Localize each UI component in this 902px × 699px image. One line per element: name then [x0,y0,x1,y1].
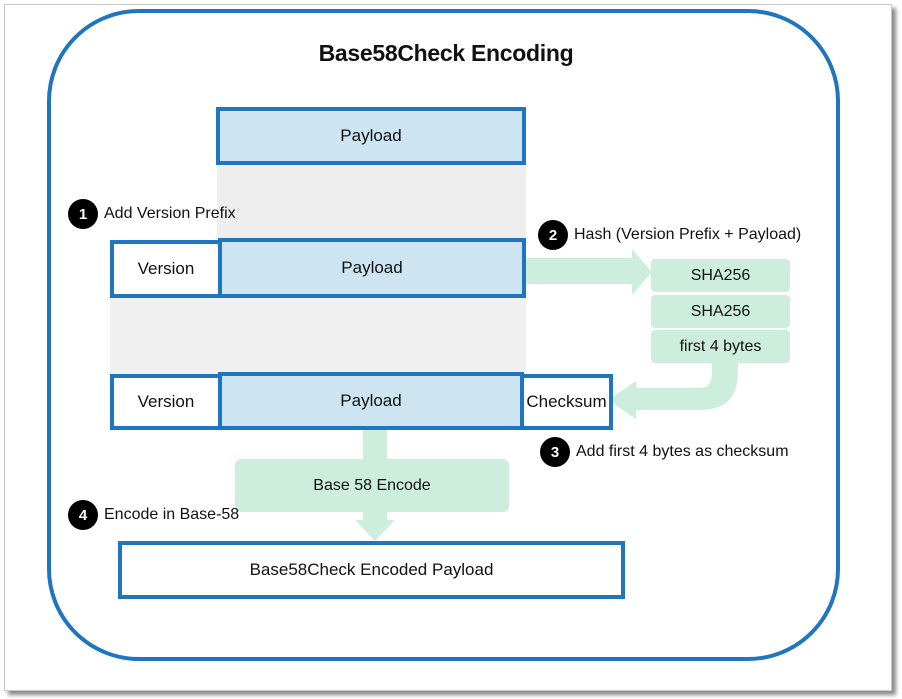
step-number-badge: 4 [68,500,98,530]
checksum-label: Checksum [526,392,607,411]
version-label: Version [137,392,195,411]
funnel-top [217,165,526,240]
step-4: 4 Encode in Base-58 [68,500,239,530]
step-1: 1 Add Version Prefix [68,199,236,229]
encode-arrowhead [355,520,395,541]
step-label: Hash (Version Prefix + Payload) [574,226,802,243]
version-box-row2: Version [110,240,222,298]
payload-label: Payload [341,258,403,277]
diagram-title: Base58Check Encoding [318,40,574,66]
payload-box-row2: Payload [218,238,526,298]
step-number-badge: 3 [540,437,570,467]
checksum-box: Checksum [520,374,613,430]
diagram-border [47,9,840,661]
hash-step-sha256-1: SHA256 [651,259,790,292]
funnel-middle [110,298,526,374]
payload-box-row3: Payload [218,372,524,430]
step-label: Add first 4 bytes as checksum [576,443,789,460]
hash-step-label: SHA256 [690,302,751,320]
payload-label: Payload [340,391,402,410]
encoded-output-box: Base58Check Encoded Payload [118,541,625,599]
step-3: 3 Add first 4 bytes as checksum [540,437,789,467]
step-number-badge: 1 [68,199,98,229]
encoded-output-label: Base58Check Encoded Payload [249,560,494,579]
step-number-badge: 2 [538,220,568,250]
encode-step-label: Base 58 Encode [313,476,431,494]
base58-encode-step: Base 58 Encode [235,459,509,512]
hash-arrow [526,249,652,295]
step-2: 2 Hash (Version Prefix + Payload) [538,220,801,250]
payload-box-top: Payload [216,107,526,165]
step-label: Encode in Base-58 [104,506,240,523]
checksum-arrow [608,360,738,419]
version-label: Version [137,259,195,278]
payload-label: Payload [340,126,402,145]
hash-step-sha256-2: SHA256 [651,295,790,328]
version-box-row3: Version [110,374,222,430]
hash-step-label: first 4 bytes [679,337,762,355]
hash-step-first-4-bytes: first 4 bytes [651,330,790,363]
step-label: Add Version Prefix [104,205,236,222]
hash-step-label: SHA256 [690,266,751,284]
